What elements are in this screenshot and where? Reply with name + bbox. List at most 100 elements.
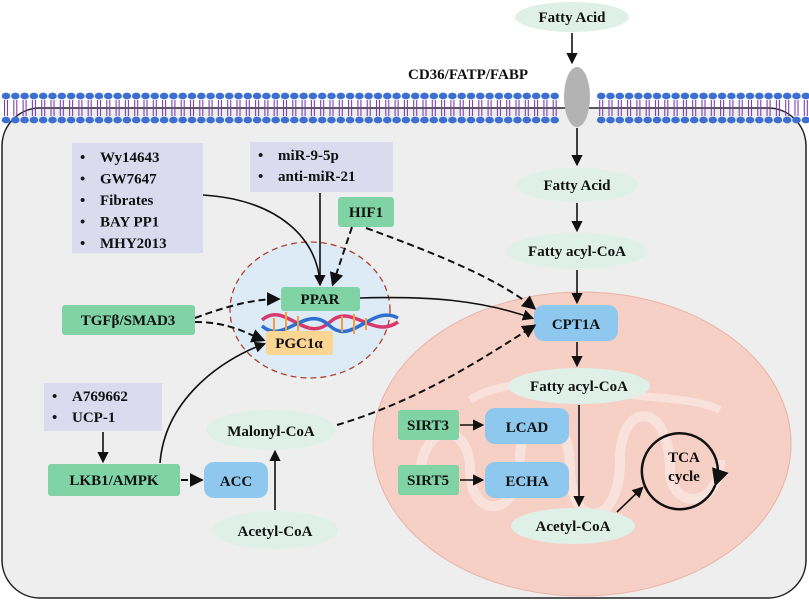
lipid-head (244, 117, 253, 124)
lipid-head (11, 93, 20, 100)
lipid-head (523, 117, 532, 124)
lipid-head (504, 93, 513, 100)
lipid-head (299, 117, 308, 124)
lipid-head (690, 117, 699, 124)
bullet-dot: • (80, 193, 85, 209)
lipid-head (616, 117, 625, 124)
lipid-head (802, 93, 809, 100)
lipid-head (792, 117, 801, 124)
lipid-head (364, 93, 373, 100)
lipid-head (802, 117, 809, 124)
lipid-head (364, 117, 373, 124)
lipid-head (2, 117, 11, 124)
list-item: UCP-1 (72, 410, 115, 426)
acetyl-coa-mito-label: Acetyl-CoA (536, 519, 611, 535)
lipid-head (20, 117, 29, 124)
ppar-label: PPAR (301, 292, 340, 308)
lipid-head (764, 93, 773, 100)
lipid-head (271, 93, 280, 100)
lipid-head (244, 93, 253, 100)
lipid-head (709, 93, 718, 100)
lipid-head (374, 93, 383, 100)
lipid-head (11, 117, 20, 124)
malonyl-coa-label: Malonyl-CoA (227, 424, 315, 440)
lipid-head (448, 93, 457, 100)
list-item: A769662 (72, 389, 128, 405)
lipid-head (653, 93, 662, 100)
echa-label: ECHA (505, 474, 549, 490)
lipid-head (113, 93, 122, 100)
lipid-head (392, 117, 401, 124)
acc-label: ACC (220, 474, 253, 490)
lipid-head (318, 93, 327, 100)
lipid-head (625, 117, 634, 124)
lipid-head (439, 117, 448, 124)
lipid-head (225, 93, 234, 100)
lipid-head (299, 93, 308, 100)
lipid-head (178, 117, 187, 124)
lipid-head (132, 117, 141, 124)
lipid-head (430, 117, 439, 124)
tgfb-smad3-label: TGFβ/SMAD3 (81, 313, 176, 329)
lipid-head (616, 93, 625, 100)
lipid-head (541, 93, 550, 100)
lipid-head (513, 93, 522, 100)
lipid-head (746, 93, 755, 100)
lipid-head (337, 117, 346, 124)
acetyl-coa-cytosol-label: Acetyl-CoA (238, 524, 313, 540)
pgc1a-label: PGC1α (275, 336, 323, 352)
lipid-head (262, 93, 271, 100)
lipid-head (476, 93, 485, 100)
lipid-head (206, 117, 215, 124)
lipid-head (67, 117, 76, 124)
hif1-label: HIF1 (349, 205, 383, 221)
lipid-head (532, 93, 541, 100)
bullet-dot: • (80, 150, 85, 166)
lipid-head (727, 117, 736, 124)
bullet-dot: • (52, 389, 57, 405)
lipid-head (597, 117, 606, 124)
lipid-head (39, 93, 48, 100)
lipid-head (681, 117, 690, 124)
lipid-head (439, 93, 448, 100)
lipid-head (662, 117, 671, 124)
lipid-head (792, 93, 801, 100)
lipid-head (160, 93, 169, 100)
list-item: Wy14643 (100, 150, 159, 166)
lipid-head (48, 93, 57, 100)
bullet-dot: • (80, 172, 85, 188)
lipid-head (178, 93, 187, 100)
lipid-head (783, 93, 792, 100)
lipid-head (20, 93, 29, 100)
lipid-head (290, 93, 299, 100)
lipid-head (346, 117, 355, 124)
lipid-head (216, 93, 225, 100)
lipid-head (76, 117, 85, 124)
lipid-head (132, 93, 141, 100)
bullet-dot: • (80, 215, 85, 231)
lipid-head (2, 93, 11, 100)
lipid-head (485, 93, 494, 100)
lipid-head (727, 93, 736, 100)
lipid-head (634, 117, 643, 124)
lipid-head (234, 117, 243, 124)
list-item: Fibrates (100, 193, 153, 209)
lipid-head (736, 117, 745, 124)
lipid-head (151, 93, 160, 100)
lipid-head (58, 93, 67, 100)
lipid-head (104, 93, 113, 100)
lipid-head (457, 93, 466, 100)
lipid-head (355, 93, 364, 100)
lipid-head (337, 93, 346, 100)
lipid-head (234, 93, 243, 100)
lipid-head (662, 93, 671, 100)
lipid-head (597, 93, 606, 100)
lipid-head (550, 117, 559, 124)
lipid-head (402, 117, 411, 124)
lipid-head (206, 93, 215, 100)
lipid-head (216, 117, 225, 124)
bullet-dot: • (258, 148, 263, 164)
fatty-acyl-coa-mito-label: Fatty acyl-CoA (530, 379, 628, 395)
lipid-head (271, 117, 280, 124)
